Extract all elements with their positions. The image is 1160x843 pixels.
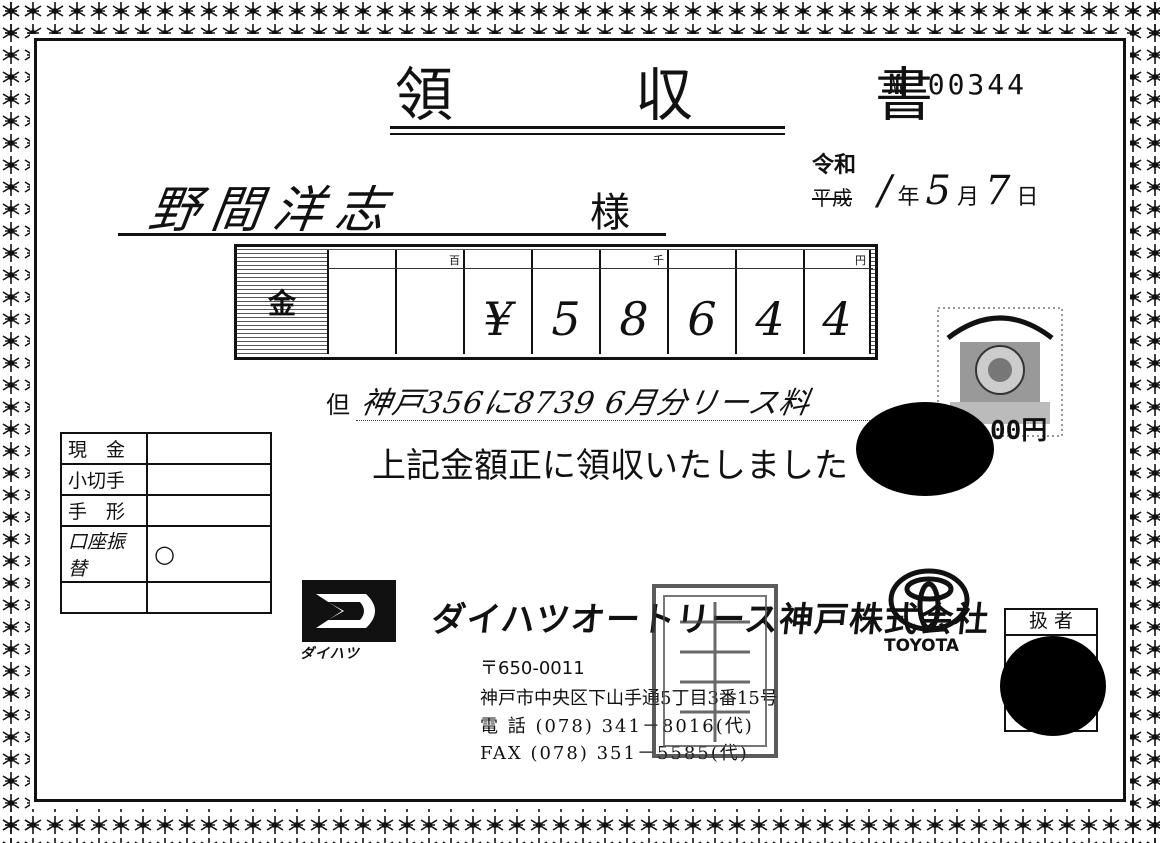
payment-label: 現 金 xyxy=(60,432,148,465)
amount-digit-cell: ¥ xyxy=(463,250,531,354)
payment-value xyxy=(146,463,272,496)
amount-digit-cell: 5 xyxy=(531,250,599,354)
payment-label: 小切手 xyxy=(60,463,148,496)
era-reiwa: 令和 xyxy=(812,153,857,178)
payment-value xyxy=(146,432,272,465)
company-postal-code: 〒650-0011 xyxy=(480,658,585,679)
date-day: 7 xyxy=(984,168,1011,214)
toyota-logo-icon xyxy=(888,568,970,632)
toyota-brand-text: TOYOTA xyxy=(884,636,960,656)
table-row: 小切手 xyxy=(60,463,272,496)
note-text: 神戸356に8739 6月分リース料 xyxy=(358,386,814,421)
company-seal-stamp xyxy=(652,584,778,758)
amount-digit-cell xyxy=(327,250,395,354)
amount-digit-cell: 6 xyxy=(667,250,735,354)
payment-label xyxy=(60,581,148,614)
date-month: 5 xyxy=(925,168,951,214)
redaction-mark xyxy=(856,402,994,496)
unit-hundred: 百 xyxy=(449,254,460,267)
received-statement: 上記金額正に領収いたしました xyxy=(372,446,848,486)
payment-value xyxy=(146,581,272,614)
unit-thousand: 千 xyxy=(653,254,664,267)
payment-label: 手 形 xyxy=(60,494,148,527)
company-address: 神戸市中央区下山手通5丁目3番15号 xyxy=(480,688,778,709)
payee-underline xyxy=(118,233,666,236)
payment-value: ○ xyxy=(146,525,272,583)
amount-label: 金 xyxy=(267,287,296,320)
payee-honorific: 様 xyxy=(590,190,630,236)
date-month-unit: 月 xyxy=(956,185,979,210)
receipt-frame xyxy=(34,38,1126,802)
note-underline xyxy=(356,420,876,421)
era-heisei-struck: 平成 xyxy=(812,186,852,210)
daihatsu-brand-text: ダイハツ xyxy=(300,646,360,662)
document-title: 領 収 書 xyxy=(395,61,996,129)
handler-label: 扱 者 xyxy=(1004,608,1098,636)
stamp-value: 00円 xyxy=(990,416,1048,446)
company-fax: FAX (078) 351－5585(代) xyxy=(480,743,749,764)
table-row: 口座振替○ xyxy=(60,525,272,583)
title-underline-2 xyxy=(390,133,785,135)
table-row xyxy=(60,581,272,614)
date-day-unit: 日 xyxy=(1016,185,1039,210)
unit-row-rule xyxy=(327,268,873,269)
note-label: 但 xyxy=(326,391,350,419)
amount-digit-cell: 百 xyxy=(395,250,463,354)
daihatsu-logo-icon xyxy=(302,580,396,642)
table-row: 現 金 xyxy=(60,432,272,465)
receipt-number: № 00344 xyxy=(888,68,1028,101)
date-year: / xyxy=(878,168,892,214)
date-year-unit: 年 xyxy=(897,185,920,210)
unit-yen: 円 xyxy=(855,254,866,267)
table-row: 手 形 xyxy=(60,494,272,527)
payment-label: 口座振替 xyxy=(60,525,148,583)
payee-name: 野間洋志 xyxy=(145,181,402,239)
company-phone: 電 話 (078) 341－8016(代) xyxy=(480,716,754,737)
payment-value xyxy=(146,494,272,527)
amount-digit-cell: 4 xyxy=(735,250,803,354)
payment-method-table: 現 金 小切手 手 形 口座振替○ xyxy=(60,432,272,614)
redaction-mark xyxy=(1000,636,1106,736)
title-underline xyxy=(390,126,785,129)
revenue-stamp xyxy=(937,307,1063,437)
